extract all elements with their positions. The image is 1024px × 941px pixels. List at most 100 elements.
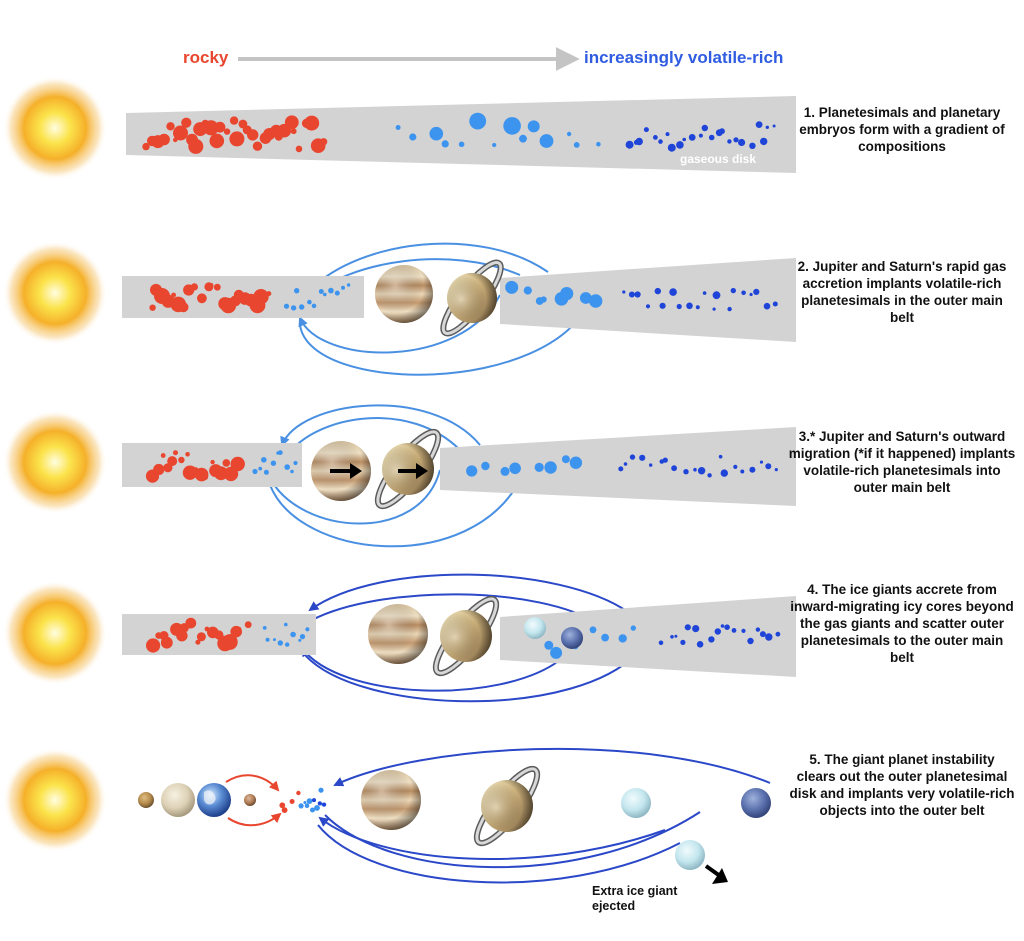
implanted-planetesimal (294, 288, 300, 294)
icy-planetesimal (708, 636, 715, 643)
icy-planetesimal (676, 141, 684, 149)
neptune-5 (741, 788, 771, 818)
planetesimals-5 (279, 787, 327, 813)
rocky-label: rocky (183, 48, 229, 67)
rocky-planetesimal (181, 117, 192, 128)
icy-planetesimal (763, 302, 771, 310)
step-3-caption: 3.* Jupiter and Saturn's outward migrati… (788, 429, 1016, 495)
rocky-planetesimal (252, 141, 263, 151)
rocky-planetesimal (158, 133, 170, 146)
rocky-planetesimal (223, 128, 231, 135)
icy-planetesimal (731, 628, 737, 633)
volatile-planetesimal (519, 134, 527, 143)
rocky-planetesimal (229, 116, 239, 125)
icy-planetesimal (712, 291, 721, 300)
icy-planetesimal (649, 463, 653, 467)
rocky-planetesimal (209, 283, 214, 288)
gaseous-disk-3-outer (440, 427, 796, 506)
implanted-planetesimal (298, 638, 302, 642)
implanted-planetesimal (258, 466, 263, 471)
rocky-planetesimal (289, 799, 295, 804)
icy-planetesimal (312, 798, 316, 803)
implanted-planetesimal (305, 627, 310, 632)
rocky-planetesimal (290, 128, 297, 135)
inner-scatter-arrows-5 (225, 774, 282, 827)
volatile-planetesimal (505, 280, 519, 294)
orbits-5 (317, 747, 771, 884)
implanted-planetesimal (323, 292, 327, 297)
icy-planetesimal (775, 631, 781, 637)
implanted-planetesimal (310, 807, 315, 813)
gaseous-disk-label: gaseous disk (680, 152, 757, 166)
step-5-caption: 5. The giant planet instability clears o… (789, 752, 1015, 818)
rocky-planetesimal (149, 304, 156, 311)
rocky-planetesimal (201, 473, 209, 480)
venus (161, 783, 195, 817)
sun-5 (3, 748, 107, 852)
icy-planetesimal (772, 124, 776, 128)
icy-planetesimal (696, 641, 704, 648)
icy-planetesimal (639, 454, 646, 461)
rocky-planetesimal (214, 121, 226, 133)
uranus-5 (621, 788, 651, 818)
icy-planetesimal (695, 305, 700, 310)
icy-planetesimal (658, 139, 663, 144)
icy-planetesimal (634, 291, 641, 298)
icy-planetesimal (714, 628, 721, 635)
icy-planetesimal (688, 134, 696, 141)
implanted-planetesimal (285, 642, 290, 647)
icy-planetesimal (654, 287, 661, 295)
migration-arrow-jupiter (330, 463, 362, 479)
rocky-planetesimal (188, 138, 204, 154)
rocky-planetesimal (304, 115, 320, 131)
icy-planetesimal (653, 135, 658, 140)
volatile-planetesimal (509, 462, 521, 475)
implanted-planetesimal (273, 638, 276, 642)
icy-planetesimal (684, 624, 691, 631)
implanted-planetesimal (303, 801, 307, 804)
icy-planetesimal (765, 125, 769, 129)
saturn-4 (432, 595, 500, 677)
step-2-caption: 2. Jupiter and Saturn's rapid gas accret… (797, 259, 1007, 325)
rocky-planetesimal (281, 807, 288, 813)
icy-planetesimal (755, 121, 763, 128)
sun-2 (3, 241, 107, 345)
volatile-planetesimal (550, 646, 563, 659)
earth (197, 783, 231, 817)
volatile-planetesimal (601, 633, 609, 642)
icy-planetesimal (693, 467, 697, 472)
volatile-planetesimal (523, 286, 532, 295)
rocky-planetesimal (196, 632, 206, 642)
icy-planetesimal (741, 628, 746, 634)
gaseous-disk-3-inner (122, 443, 302, 487)
icy-planetesimal (625, 140, 634, 149)
rocky-planetesimal (176, 630, 188, 642)
rocky-planetesimal (222, 459, 231, 467)
icy-planetesimal (724, 624, 730, 630)
icy-planetesimal (712, 307, 716, 311)
implanted-planetesimal (277, 450, 283, 455)
implanted-planetesimal (277, 640, 283, 646)
icy-planetesimal (665, 132, 670, 137)
rocky-planetesimal (166, 122, 175, 131)
mercury (138, 792, 154, 808)
icy-planetesimal (702, 291, 707, 295)
implanted-planetesimal (346, 283, 351, 287)
icy-planetesimal (697, 467, 706, 475)
implanted-planetesimal (284, 622, 288, 627)
icy-planetesimal (755, 627, 761, 632)
gaseous-disk-1 (126, 96, 796, 173)
planetesimals-1 (142, 112, 776, 154)
implanted-planetesimal (261, 457, 267, 463)
implanted-planetesimal (290, 469, 294, 474)
volatile-planetesimal (534, 462, 544, 472)
implanted-planetesimal (263, 469, 269, 475)
step-1-caption: 1. Planetesimals and planetary embryos f… (799, 105, 1005, 154)
implanted-planetesimal (341, 285, 345, 290)
rocky-planetesimal (195, 639, 201, 645)
rocky-planetesimal (142, 142, 150, 151)
icy-planetesimal (645, 304, 651, 309)
icy-planetesimal (643, 127, 649, 133)
volatile-planetesimal (500, 466, 510, 476)
